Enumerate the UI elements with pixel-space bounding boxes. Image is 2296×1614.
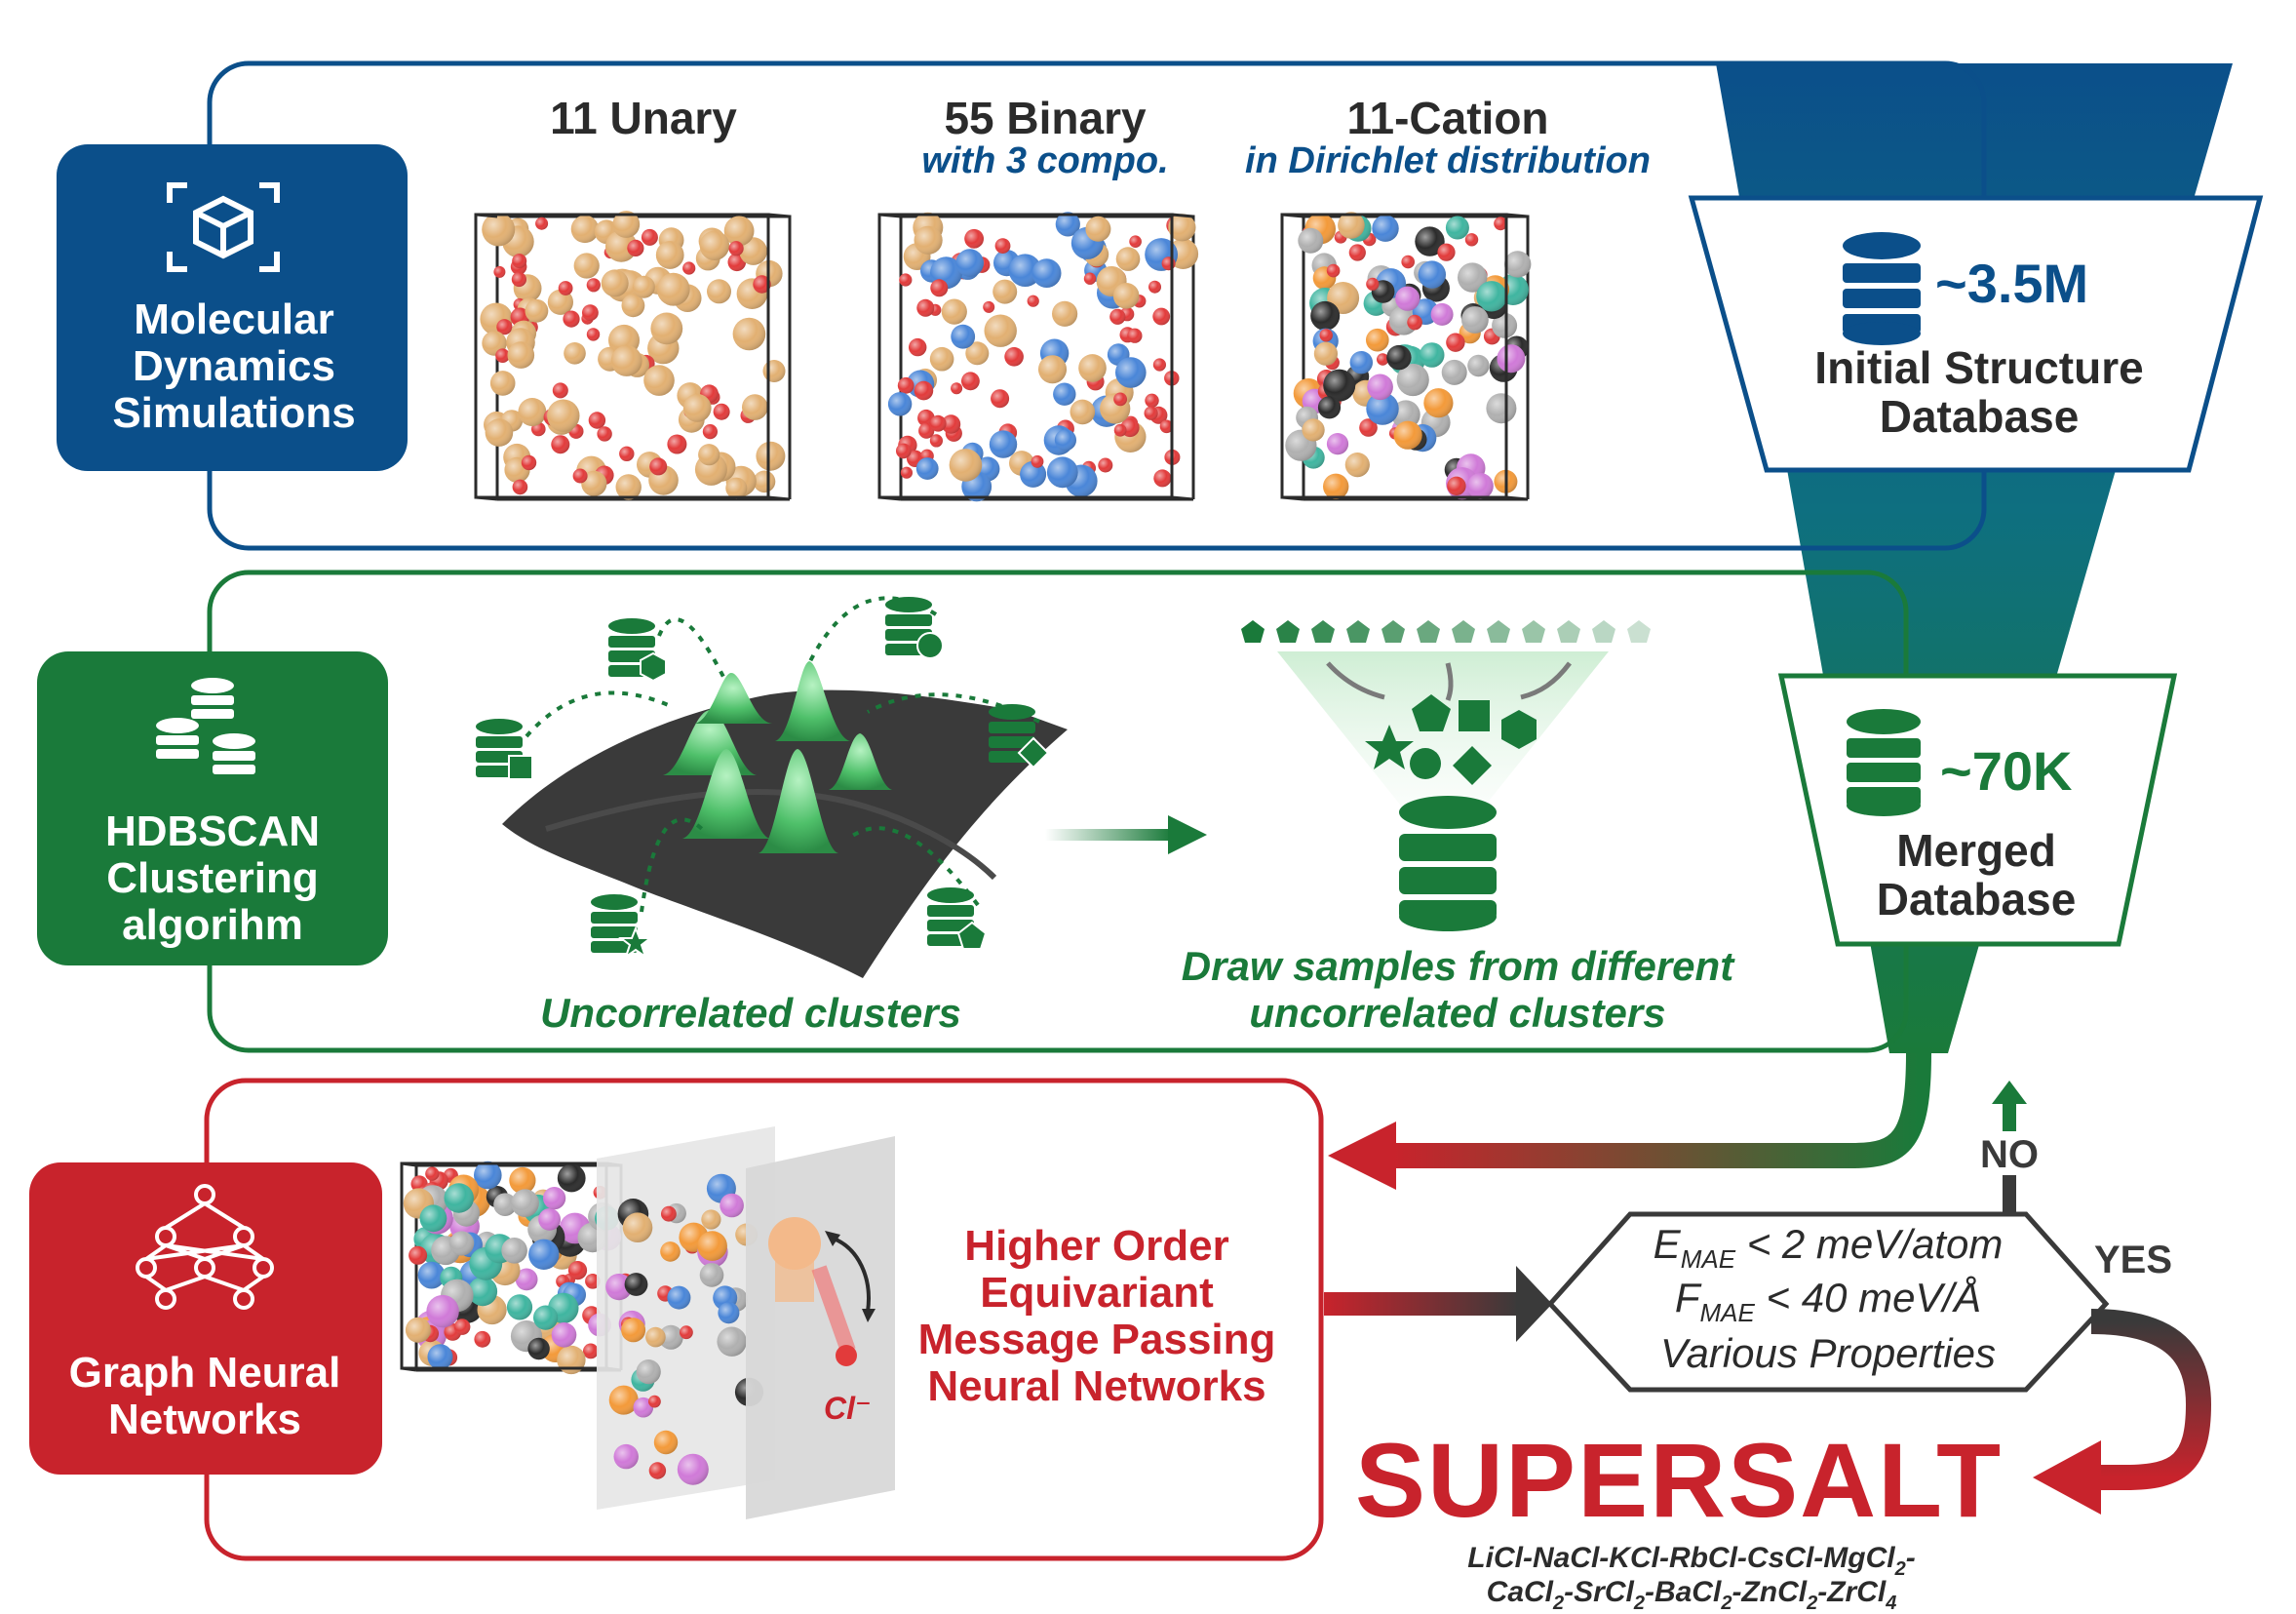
md-label-line2: Dynamics <box>133 342 335 390</box>
criteria-hexagon: EMAE < 2 meV/atom FMAE < 40 meV/Å Variou… <box>1546 1211 2110 1393</box>
model-line3: Message Passing <box>918 1316 1276 1363</box>
yes-arrow: YES <box>2033 1239 2212 1515</box>
cluster-peak <box>775 661 850 741</box>
sample-pentagon <box>1241 620 1265 643</box>
merged-db-count: ~70K <box>1940 740 2072 802</box>
sample-pentagon-row <box>1241 620 1651 643</box>
cluster-peak <box>829 733 892 790</box>
no-arrow: NO <box>1980 1081 2039 1212</box>
cation-title: 11-Cation <box>1346 93 1548 143</box>
formula-line1: LiCl-NaCl-KCl-RbCl-CsCl-MgCl2- <box>1467 1542 1915 1580</box>
chloride-atom <box>836 1345 857 1366</box>
sample-pentagon <box>1417 620 1440 643</box>
pentagon-icon <box>956 921 988 950</box>
cluster-landscape <box>502 661 1068 978</box>
cluster-peak <box>682 749 770 839</box>
sample-pentagon <box>1346 620 1370 643</box>
sample-pentagon <box>1487 620 1510 643</box>
binary-title: 55 Binary <box>944 93 1147 143</box>
gnn-label-line1: Graph Neural <box>69 1349 341 1397</box>
hdbscan-label-box: HDBSCAN Clustering algorihm <box>37 651 388 965</box>
cluster-peak <box>694 673 772 724</box>
initial-db-label-line2: Database <box>1880 391 2080 442</box>
database-icon <box>1847 709 1921 816</box>
pentagon-icon <box>1412 694 1451 731</box>
star-icon <box>618 925 653 960</box>
no-label: NO <box>1980 1133 2039 1176</box>
formula-line2: CaCl2-SrCl2-BaCl2-ZnCl2-ZrCl4 <box>1487 1576 1897 1614</box>
yes-label: YES <box>2094 1239 2172 1281</box>
sampling-funnel <box>1241 620 1651 931</box>
diamond-icon <box>1017 736 1050 769</box>
merged-database-box: ~70K Merged Database <box>1777 673 2178 947</box>
graph-slice-2: Cl⁻ <box>746 1136 895 1519</box>
model-line4: Neural Networks <box>927 1362 1265 1410</box>
initial-database-box: ~3.5M Initial Structure Database <box>1688 195 2264 473</box>
ion-label: Cl⁻ <box>824 1391 872 1426</box>
hdbscan-label-line3: algorihm <box>122 901 303 949</box>
database-icon <box>591 894 638 953</box>
supersalt-title: SUPERSALT <box>1355 1421 2003 1539</box>
database-icon <box>1843 232 1921 345</box>
cluster-peak <box>759 749 838 853</box>
database-icon <box>1399 796 1497 931</box>
binary-subtitle: with 3 compo. <box>921 140 1168 181</box>
cluster-links <box>476 596 1050 960</box>
sample-pentagon <box>1381 620 1405 643</box>
md-label-line1: Molecular <box>134 295 333 343</box>
sample-pentagon <box>1557 620 1580 643</box>
unary-structure-box <box>474 211 792 501</box>
cation-structure-box <box>1280 212 1532 501</box>
merged-db-label-line1: Merged <box>1896 825 2056 876</box>
binary-structure-box <box>877 212 1199 502</box>
sample-pentagon <box>1522 620 1545 643</box>
model-line1: Higher Order <box>964 1222 1228 1270</box>
md-label-box: Molecular Dynamics Simulations <box>57 144 408 471</box>
hdbscan-label-line1: HDBSCAN <box>105 807 320 855</box>
unary-title: 11 Unary <box>550 93 737 143</box>
square-icon <box>1459 700 1490 731</box>
hexagon-icon <box>1501 710 1537 749</box>
sample-pentagon <box>1452 620 1475 643</box>
draw-caption-line1: Draw samples from different <box>1182 943 1735 989</box>
sampling-arrow <box>1045 815 1207 854</box>
initial-db-count: ~3.5M <box>1935 253 2088 314</box>
hexagon-icon <box>640 651 667 683</box>
return-arrow <box>1328 1052 1931 1190</box>
draw-caption-line2: uncorrelated clusters <box>1249 990 1665 1036</box>
square-icon <box>508 755 533 780</box>
initial-db-label-line1: Initial Structure <box>1814 342 2143 393</box>
md-label-line3: Simulations <box>112 389 355 437</box>
clusters-caption: Uncorrelated clusters <box>540 990 961 1036</box>
merged-db-label-line2: Database <box>1877 874 2077 925</box>
database-stack-icon <box>156 678 255 774</box>
sample-pentagon <box>1311 620 1335 643</box>
circle-icon <box>916 632 944 659</box>
criteria-properties: Various Properties <box>1660 1330 1996 1376</box>
to-criteria-arrow <box>1324 1266 1552 1342</box>
slice-atoms <box>605 1173 764 1485</box>
model-line2: Equivariant <box>980 1269 1214 1317</box>
criteria-energy: EMAE < 2 meV/atom <box>1654 1221 2004 1274</box>
sample-pentagon <box>1276 620 1300 643</box>
neural-network-icon <box>136 1184 274 1310</box>
star-icon <box>1365 725 1414 769</box>
hdbscan-label-line2: Clustering <box>106 854 319 902</box>
sample-pentagon <box>1592 620 1615 643</box>
gnn-structure-box <box>400 1161 623 1375</box>
gnn-label-line2: Networks <box>108 1396 301 1443</box>
diamond-icon <box>1453 746 1492 785</box>
circle-icon <box>1410 748 1441 779</box>
gnn-label-box: Graph Neural Networks <box>29 1162 382 1475</box>
cube-in-frame-icon <box>167 182 280 272</box>
cation-subtitle: in Dirichlet distribution <box>1245 140 1651 181</box>
database-icon <box>476 719 523 777</box>
sample-pentagon <box>1627 620 1651 643</box>
